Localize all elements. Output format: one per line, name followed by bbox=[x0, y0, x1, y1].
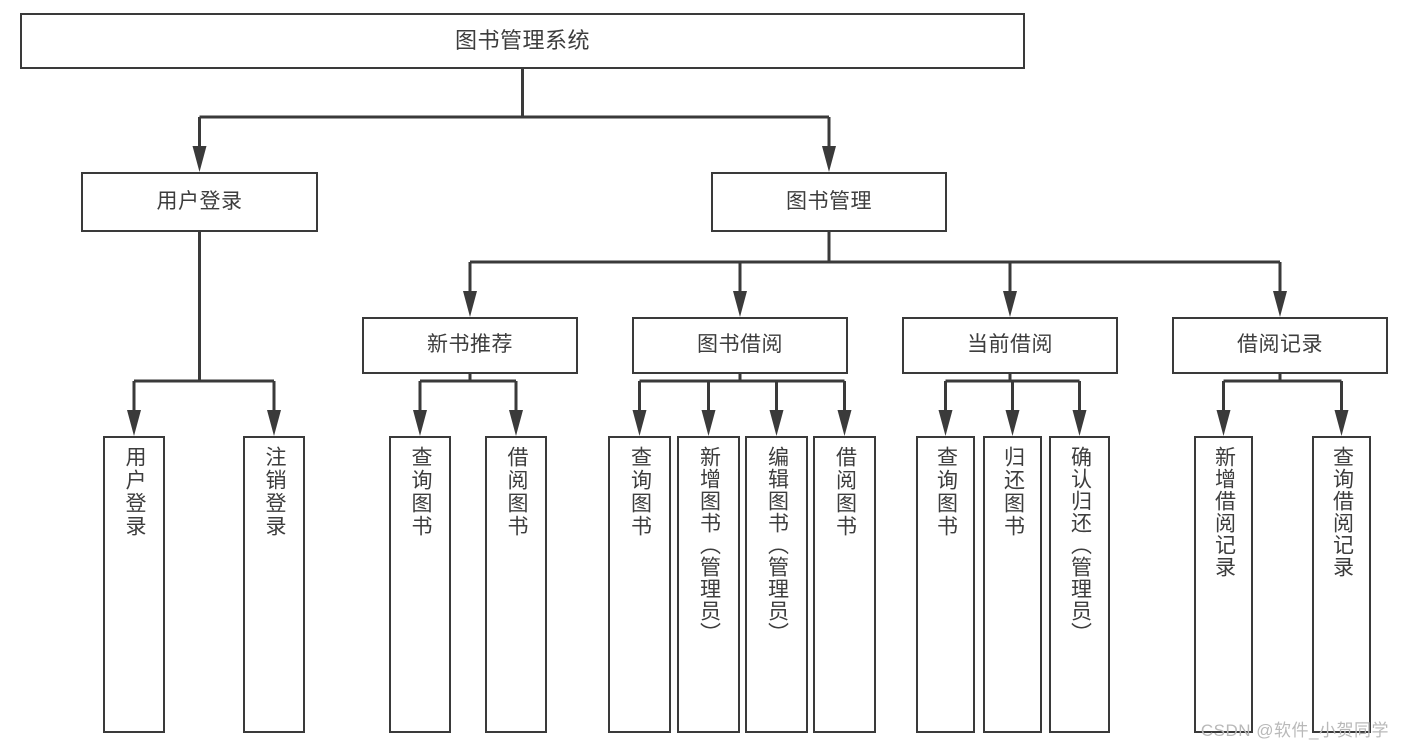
node-book-manage-label: 图书管理 bbox=[786, 189, 872, 213]
node-leaf-query-book-3[interactable]: 查询图书 bbox=[916, 436, 975, 733]
node-borrow-record-label: 借阅记录 bbox=[1237, 333, 1323, 357]
node-leaf-edit-book[interactable]: 编辑图书（管理员） bbox=[745, 436, 808, 733]
node-root[interactable]: 图书管理系统 bbox=[20, 13, 1025, 69]
node-leaf-return-book-label: 归还图书 bbox=[1001, 446, 1025, 538]
node-leaf-confirm-return[interactable]: 确认归还（管理员） bbox=[1049, 436, 1110, 733]
node-current-borrow[interactable]: 当前借阅 bbox=[902, 317, 1118, 374]
node-leaf-edit-book-label: 编辑图书（管理员） bbox=[765, 446, 789, 644]
node-leaf-query-book-2-label: 查询图书 bbox=[628, 446, 652, 538]
node-current-borrow-label: 当前借阅 bbox=[967, 333, 1053, 357]
node-leaf-confirm-return-label: 确认归还（管理员） bbox=[1068, 446, 1092, 644]
node-leaf-user-login[interactable]: 用户登录 bbox=[103, 436, 165, 733]
node-user-login[interactable]: 用户登录 bbox=[81, 172, 318, 232]
node-leaf-logout[interactable]: 注销登录 bbox=[243, 436, 305, 733]
node-leaf-user-login-label: 用户登录 bbox=[123, 446, 147, 538]
node-leaf-add-record-label: 新增借阅记录 bbox=[1212, 446, 1236, 578]
node-leaf-borrow-book-1[interactable]: 借阅图书 bbox=[485, 436, 547, 733]
node-leaf-query-book-1[interactable]: 查询图书 bbox=[389, 436, 451, 733]
node-root-label: 图书管理系统 bbox=[454, 28, 590, 54]
node-leaf-add-book[interactable]: 新增图书（管理员） bbox=[677, 436, 740, 733]
node-leaf-query-book-1-label: 查询图书 bbox=[409, 446, 433, 538]
node-leaf-add-record[interactable]: 新增借阅记录 bbox=[1194, 436, 1253, 733]
node-leaf-borrow-book-2[interactable]: 借阅图书 bbox=[813, 436, 876, 733]
node-book-borrow[interactable]: 图书借阅 bbox=[632, 317, 848, 374]
node-book-borrow-label: 图书借阅 bbox=[697, 333, 783, 357]
node-leaf-logout-label: 注销登录 bbox=[263, 446, 287, 538]
node-leaf-add-book-label: 新增图书（管理员） bbox=[697, 446, 721, 644]
node-leaf-borrow-book-1-label: 借阅图书 bbox=[505, 446, 529, 538]
node-book-manage[interactable]: 图书管理 bbox=[711, 172, 947, 232]
node-leaf-borrow-book-2-label: 借阅图书 bbox=[833, 446, 857, 538]
node-leaf-query-record[interactable]: 查询借阅记录 bbox=[1312, 436, 1371, 733]
node-leaf-query-record-label: 查询借阅记录 bbox=[1330, 446, 1354, 578]
node-new-book-recommend-label: 新书推荐 bbox=[427, 333, 513, 357]
node-borrow-record[interactable]: 借阅记录 bbox=[1172, 317, 1388, 374]
node-leaf-return-book[interactable]: 归还图书 bbox=[983, 436, 1042, 733]
node-leaf-query-book-2[interactable]: 查询图书 bbox=[608, 436, 671, 733]
node-new-book-recommend[interactable]: 新书推荐 bbox=[362, 317, 578, 374]
node-leaf-query-book-3-label: 查询图书 bbox=[934, 446, 958, 538]
node-user-login-label: 用户登录 bbox=[156, 189, 243, 213]
csdn-watermark: CSDN @软件_小贺同学 bbox=[1200, 721, 1389, 740]
